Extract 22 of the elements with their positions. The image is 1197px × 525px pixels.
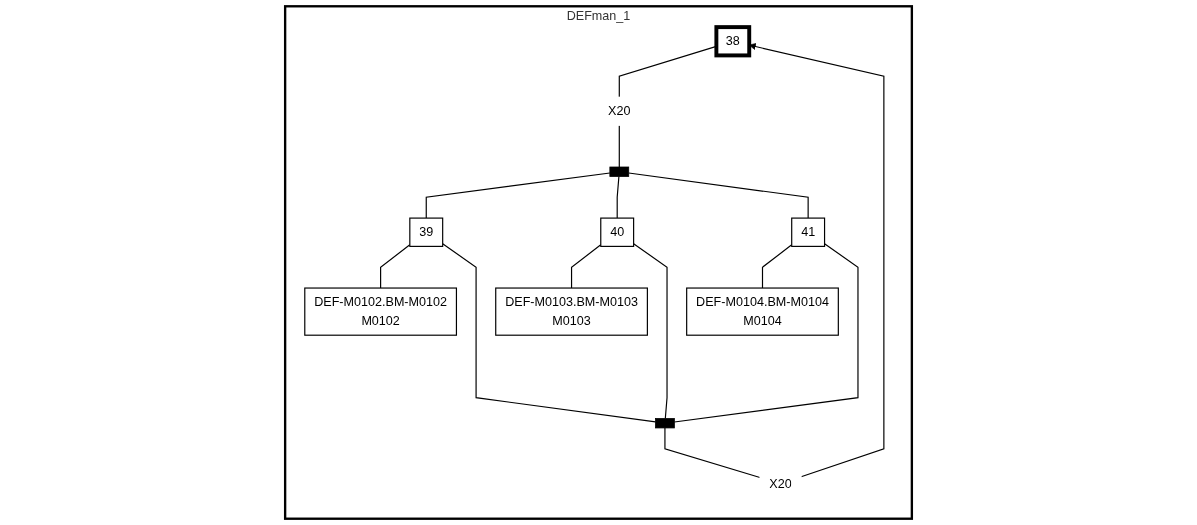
node-text: X20	[769, 476, 792, 491]
connector	[616, 175, 620, 219]
node-bar	[655, 418, 675, 429]
node-bar	[609, 166, 630, 177]
connector	[380, 244, 411, 289]
node-box: 40	[600, 217, 635, 247]
node-box: DEF-M0102.BM-M0102 M0102	[304, 287, 458, 336]
node-box: 39	[409, 217, 444, 247]
connector	[633, 243, 668, 420]
node-box: 38	[714, 25, 752, 58]
connector	[673, 243, 859, 423]
connector	[761, 244, 793, 289]
connector	[618, 124, 620, 168]
node-box: DEF-M0103.BM-M0103 M0103	[495, 287, 648, 336]
node-text: X20	[608, 104, 631, 118]
connector	[442, 243, 657, 423]
connector	[628, 172, 809, 219]
node-box: DEF-M0104.BM-M0104 M0104	[686, 287, 839, 336]
node-box: 41	[791, 217, 826, 247]
connector	[570, 244, 602, 289]
connector	[425, 172, 611, 219]
connector	[664, 427, 761, 479]
